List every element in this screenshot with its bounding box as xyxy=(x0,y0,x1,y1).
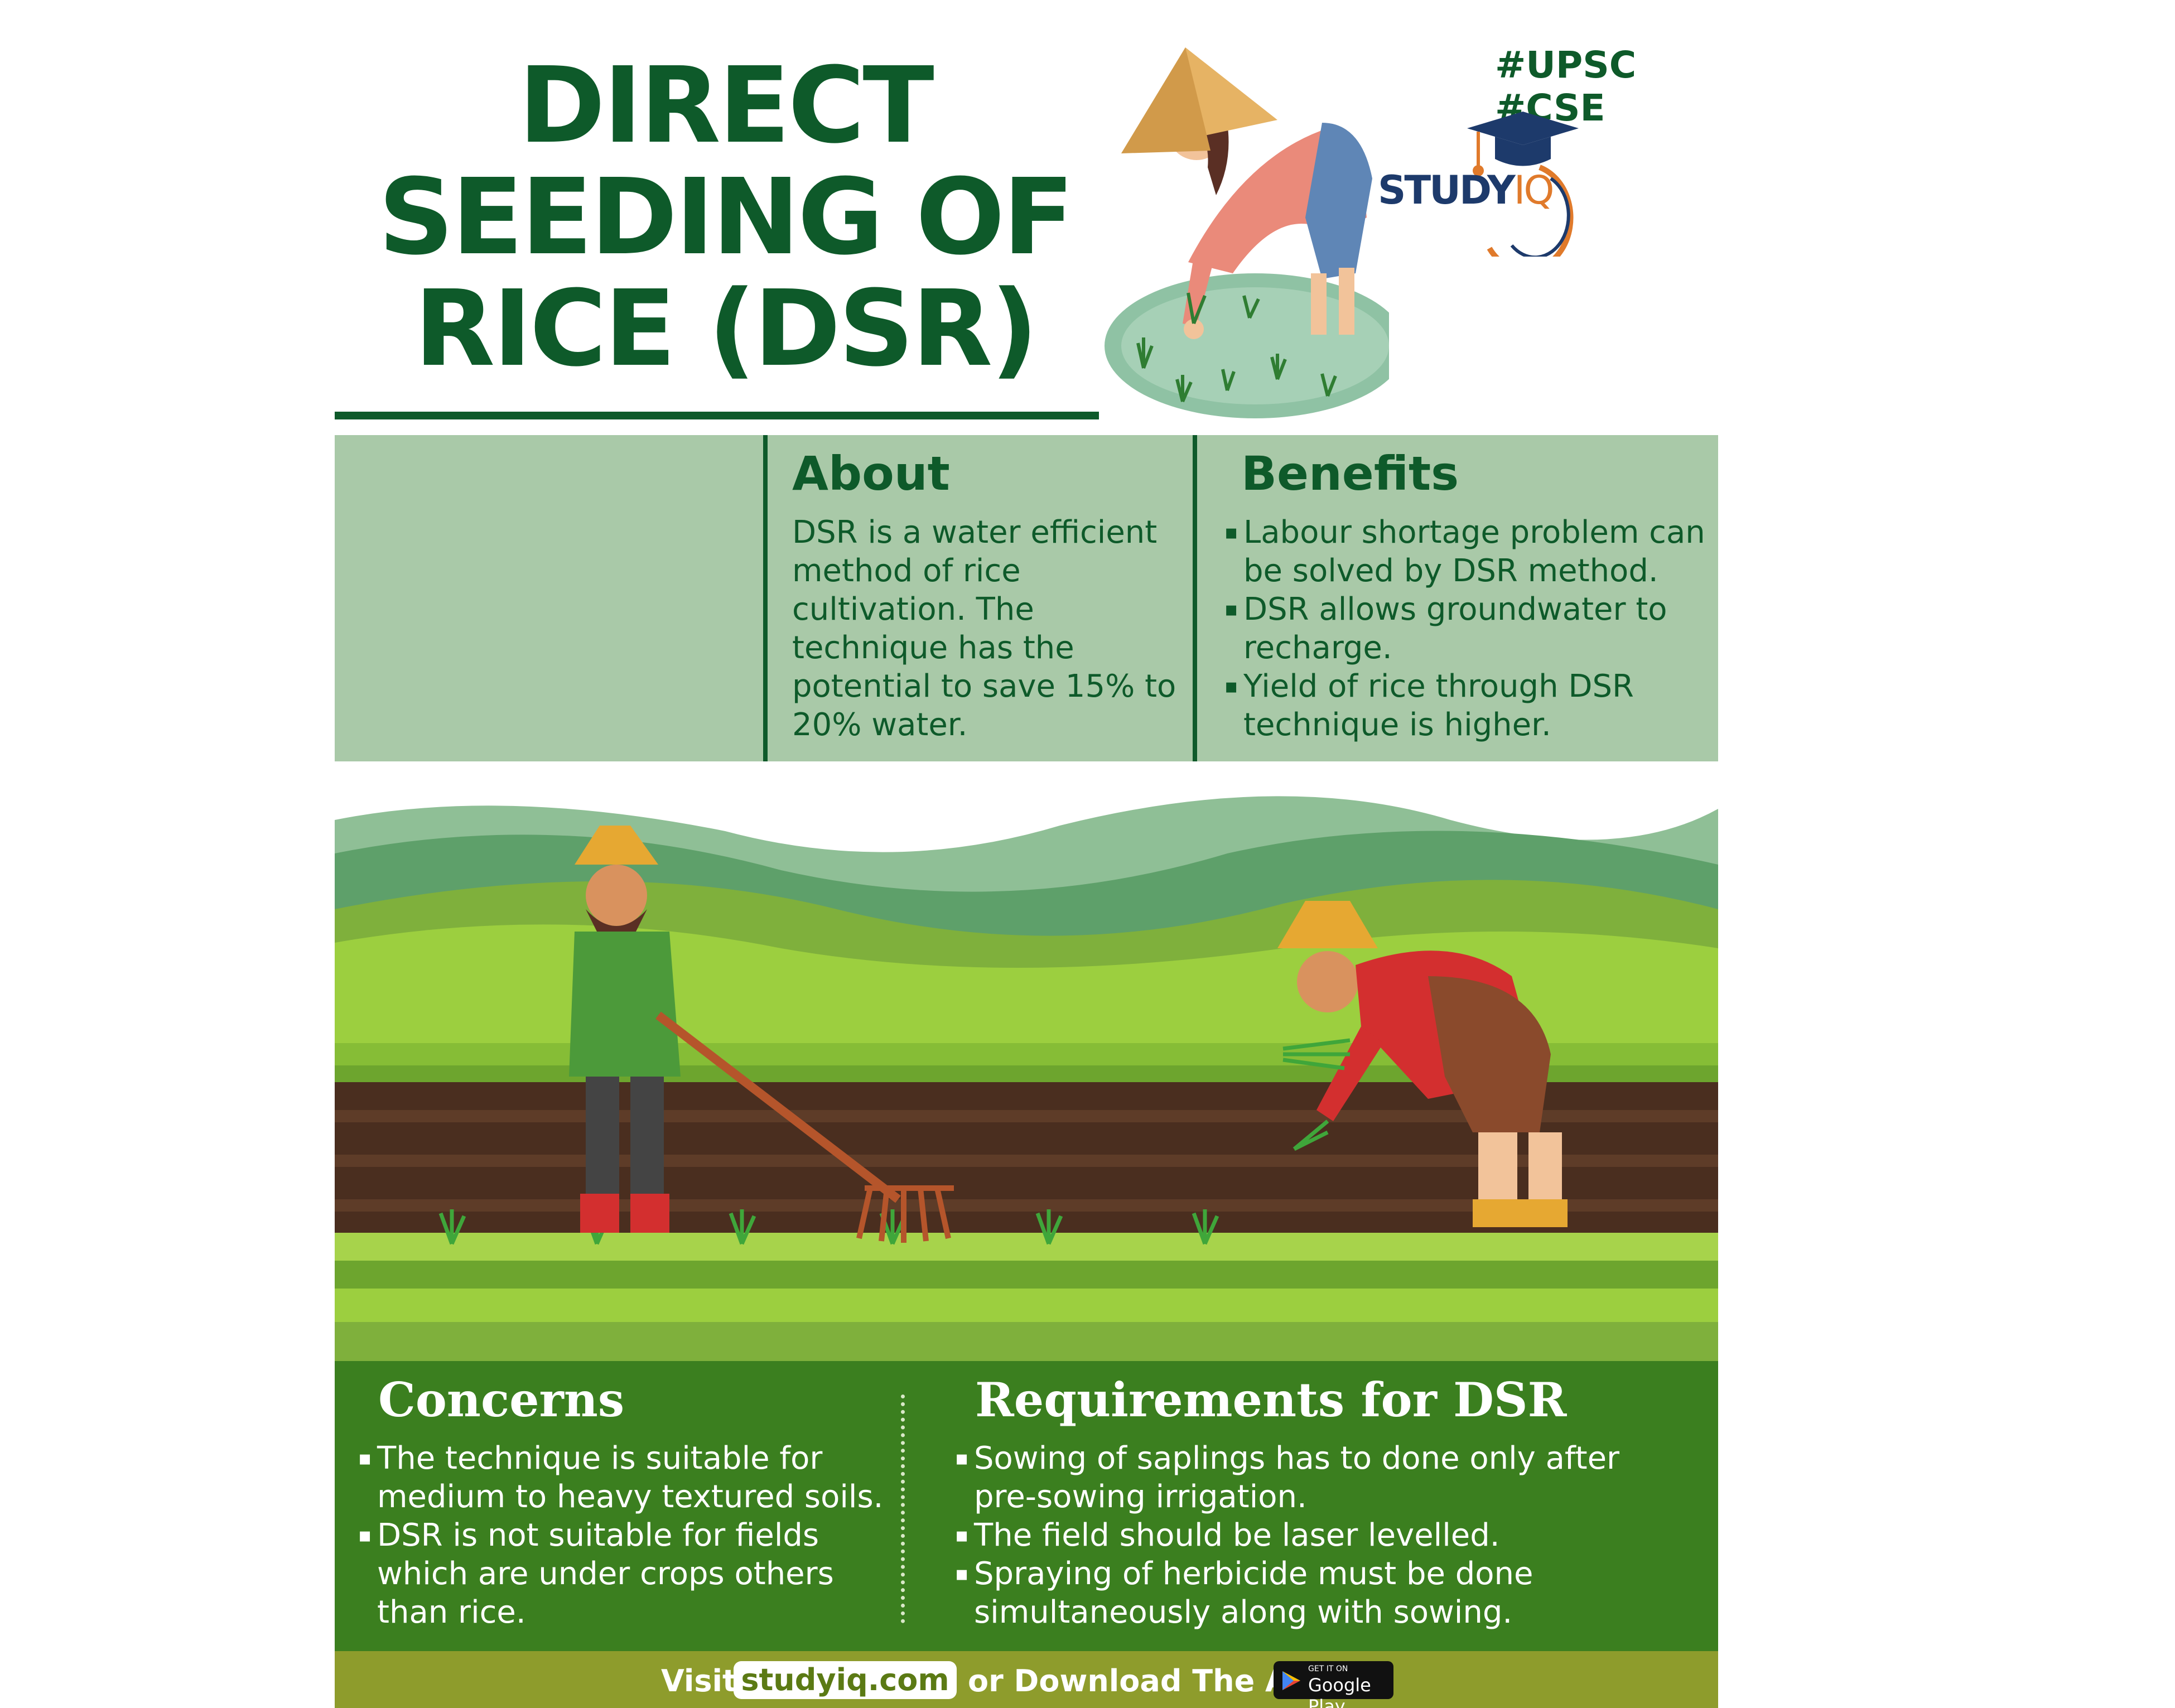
column-divider xyxy=(1193,435,1197,761)
requirements-list: Sowing of saplings has to done only afte… xyxy=(955,1439,1619,1632)
title-line-3: RICE (DSR) xyxy=(414,268,1039,390)
about-text: DSR is a water efficient method of rice … xyxy=(792,514,1176,743)
list-item: Spraying of herbicide must be donesimult… xyxy=(955,1555,1619,1632)
benefits-heading: Benefits xyxy=(1241,446,1459,501)
google-play-button[interactable]: GET IT ON Google Play xyxy=(1274,1661,1393,1708)
column-divider xyxy=(901,1395,905,1623)
footer-visit-label: Visit xyxy=(661,1663,737,1699)
bottom-panel: Concerns The technique is suitable forme… xyxy=(335,1361,1718,1651)
farmer-planting-illustration xyxy=(1105,47,1389,418)
google-play-icon xyxy=(1282,1671,1300,1690)
info-panel: About DSR is a water efficient method of… xyxy=(335,435,1718,761)
studyiq-logo: STUDYIQ xyxy=(1356,106,1590,262)
studyiq-link[interactable]: studyiq.com xyxy=(734,1661,957,1699)
field-illustration xyxy=(335,764,1718,1361)
logo-text: STUDYIQ xyxy=(1378,167,1554,213)
requirements-heading: Requirements for DSR xyxy=(975,1372,1567,1427)
google-play-large-text: Google Play xyxy=(1308,1675,1371,1708)
title-line-2: SEEDING OF xyxy=(378,156,1074,278)
list-item: Sowing of saplings has to done only afte… xyxy=(955,1439,1619,1516)
google-play-small-text: GET IT ON xyxy=(1308,1664,1348,1673)
column-divider xyxy=(763,435,768,761)
graduation-cap-icon xyxy=(1467,112,1579,257)
infographic-card: DIRECT SEEDING OF RICE (DSR) #UPSC #CSE xyxy=(335,0,1718,1708)
hashtags: #UPSC #CSE xyxy=(1495,44,1637,129)
title-underline xyxy=(335,412,1099,419)
footer-download-label: or Download The APP xyxy=(968,1663,1333,1699)
list-item: The field should be laser levelled. xyxy=(955,1516,1619,1555)
about-heading: About xyxy=(792,446,950,501)
concerns-heading: Concerns xyxy=(378,1372,625,1427)
title-line-1: DIRECT xyxy=(518,45,934,167)
footer: Visit studyiq.com or Download The APP GE… xyxy=(335,1651,1718,1708)
page-title: DIRECT SEEDING OF RICE (DSR) xyxy=(374,50,1077,385)
